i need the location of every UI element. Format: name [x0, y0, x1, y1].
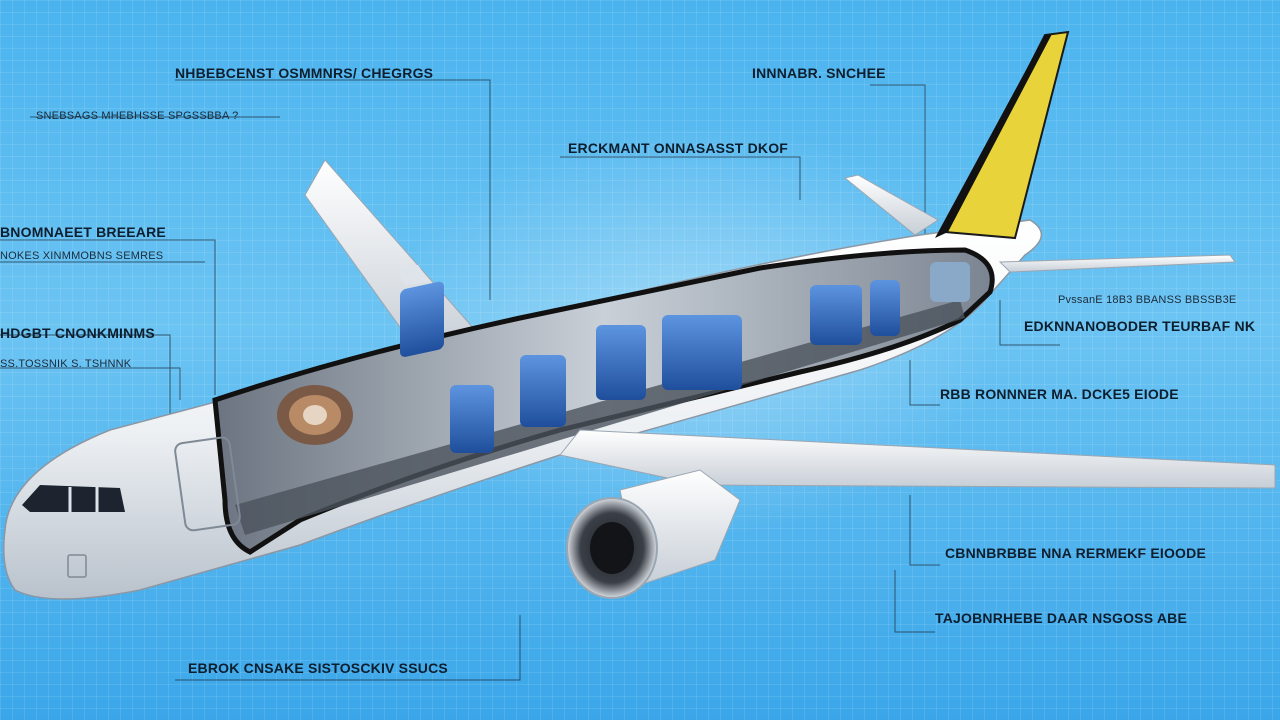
cargo-door [67, 554, 87, 578]
label-top-left-title: NHBEBCENST OSMMNRS/ CHEGRGS [175, 65, 434, 81]
label-right-top-title: EDKNNANOBODER TEURBAF NK [1024, 318, 1256, 334]
near-stabilizer [998, 254, 1236, 273]
leader-lines [0, 79, 1060, 681]
front-door [174, 436, 241, 532]
tail-fin [943, 30, 1070, 240]
label-right-mid: RBB RONNNER MA. DCKE5 EIODE [940, 386, 1179, 402]
label-top-right: INNNABR. SNCHEE [752, 65, 886, 81]
label-right-top-small: PvssanE 18B3 BBANSS BBSSB3E [1058, 294, 1237, 306]
label-left-mid-sub: NOKES XINMMOBNS SEMRES [0, 250, 164, 262]
label-right-low-1: CBNNBRBBE NNA RERMEKF EIOODE [945, 545, 1206, 561]
label-left-low-title: HDGBT CNONKMINMS [0, 325, 155, 341]
label-left-low-sub: SS.TOSSNIK S. TSHNNK [0, 358, 132, 370]
label-right-low-2: TAJOBNRHEBE DAAR NSGOSS ABE [935, 610, 1187, 626]
engine [566, 469, 741, 599]
label-top-left-sub: SNEBSAGS MHEBHSSE SPGSSBBA ? [36, 110, 239, 122]
far-wing-flap [395, 265, 430, 285]
cutaway-turbine [277, 385, 353, 445]
label-left-mid-title: BNOMNAEET BREEARE [0, 224, 166, 240]
label-bottom-center: EBROK CNSAKE SISTOSCKIV SSUCS [188, 660, 448, 676]
label-top-center: ERCKMANT ONNASASST DKOF [568, 140, 789, 156]
seat-rows [400, 262, 970, 453]
far-wing [304, 159, 476, 356]
cabin-floor [235, 300, 965, 535]
tail-fin-edge [935, 34, 1052, 238]
cockpit-windows [22, 485, 125, 512]
far-stabilizer [843, 174, 939, 236]
